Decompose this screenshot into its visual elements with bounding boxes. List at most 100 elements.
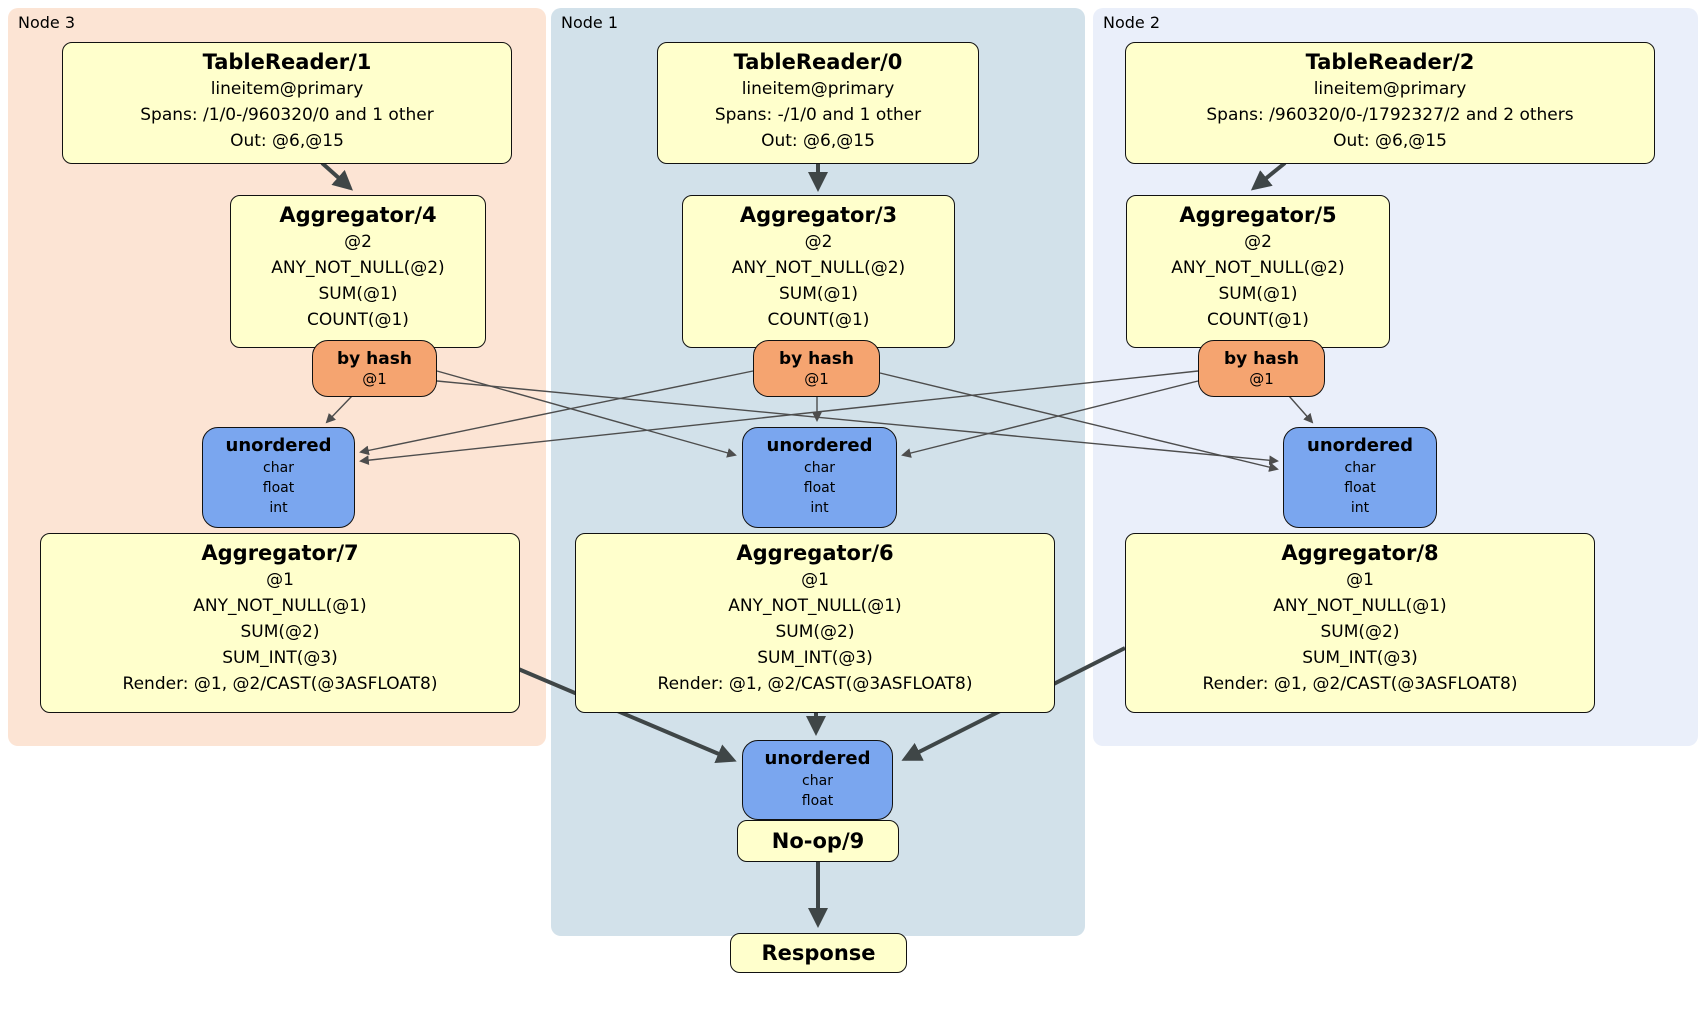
stream-lines [325, 370, 1314, 472]
processor-title: Aggregator/5 [1179, 203, 1337, 227]
processor-detail: lineitem@primary [210, 79, 364, 99]
processor-detail: Out: @6,@15 [230, 131, 344, 151]
router-detail: @1 [362, 370, 387, 388]
processor-detail: Spans: -/1/0 and 1 other [714, 105, 922, 125]
sync-title: unordered [1307, 435, 1413, 456]
router-by-hash-2: by hash @1 [1198, 340, 1325, 397]
processor-detail: SUM(@2) [1320, 622, 1400, 642]
processor-aggregator-3: Aggregator/3 @2 ANY_NOT_NULL(@2) SUM(@1)… [682, 195, 955, 348]
processor-detail: lineitem@primary [1313, 79, 1467, 99]
router-title: by hash [779, 349, 854, 369]
processor-aggregator-8: Aggregator/8 @1 ANY_NOT_NULL(@1) SUM(@2)… [1125, 533, 1595, 713]
processor-detail: ANY_NOT_NULL(@2) [271, 258, 445, 278]
sync-title: unordered [766, 435, 873, 456]
sync-type: int [810, 500, 829, 516]
processor-detail: SUM(@2) [775, 622, 855, 642]
processor-detail: SUM(@1) [318, 284, 398, 304]
processor-detail: SUM_INT(@3) [222, 648, 338, 668]
processor-title: No-op/9 [771, 829, 865, 853]
router-detail: @1 [804, 370, 829, 388]
edge-bh2-un1 [901, 380, 1199, 458]
processor-detail: @2 [804, 232, 833, 252]
edge-bh3-un3 [359, 370, 754, 456]
edge-bh2-un3 [359, 370, 1199, 466]
processor-tablereader-1: TableReader/1 lineitem@primary Spans: /1… [62, 42, 512, 164]
processor-title: Aggregator/3 [739, 203, 898, 227]
processor-detail: Spans: /1/0-/960320/0 and 1 other [140, 105, 434, 125]
processor-title: Aggregator/7 [201, 541, 359, 565]
sync-type: float [262, 480, 295, 496]
sync-type: char [804, 460, 835, 476]
processor-title: TableReader/0 [733, 50, 903, 74]
processor-aggregator-7: Aggregator/7 @1 ANY_NOT_NULL(@1) SUM(@2)… [40, 533, 520, 713]
sync-unordered-node3: unordered char float int [202, 427, 355, 528]
processor-detail: @1 [801, 570, 829, 590]
processor-title: Response [761, 941, 876, 965]
processor-detail: ANY_NOT_NULL(@1) [1273, 596, 1447, 616]
sync-title: unordered [225, 435, 332, 456]
processor-noop-9: No-op/9 [737, 820, 899, 862]
edge-tr1-agg4 [320, 161, 353, 191]
sync-unordered-final: unordered char float [742, 740, 893, 820]
processor-detail: @2 [1244, 232, 1272, 252]
router-title: by hash [337, 349, 412, 369]
processor-detail: SUM_INT(@3) [1302, 648, 1418, 668]
sync-unordered-node1: unordered char float int [742, 427, 897, 528]
processor-detail: Spans: /960320/0-/1792327/2 and 2 others [1206, 105, 1574, 125]
node1-label: Node 1 [561, 13, 619, 32]
processor-detail: @1 [1346, 570, 1374, 590]
edge-agg7-unf [515, 666, 737, 763]
processor-aggregator-6: Aggregator/6 @1 ANY_NOT_NULL(@1) SUM(@2)… [575, 533, 1055, 713]
processor-detail: Out: @6,@15 [1333, 131, 1447, 151]
processor-detail: Render: @1, @2/CAST(@3ASFLOAT8) [122, 674, 438, 694]
edge-bh4-un2 [436, 380, 1279, 466]
processor-detail: COUNT(@1) [307, 310, 409, 330]
processor-detail: ANY_NOT_NULL(@2) [1171, 258, 1345, 278]
sync-type: char [263, 460, 294, 476]
processor-detail: ANY_NOT_NULL(@1) [728, 596, 902, 616]
processor-response: Response [730, 933, 907, 973]
sync-type: int [269, 500, 288, 516]
processor-detail: ANY_NOT_NULL(@2) [731, 258, 906, 278]
sync-type: int [1350, 500, 1370, 516]
processor-detail: Render: @1, @2/CAST(@3ASFLOAT8) [657, 674, 973, 694]
router-title: by hash [1224, 349, 1299, 369]
processor-detail: @1 [266, 570, 294, 590]
edge-bh4-un3 [325, 395, 353, 424]
edge-bh4-un1 [436, 370, 737, 458]
edge-bh3-un2 [879, 372, 1279, 472]
processor-detail: SUM(@1) [779, 284, 858, 304]
sync-type: float [1344, 480, 1376, 496]
processor-title: TableReader/1 [202, 50, 372, 74]
node2-label: Node 2 [1103, 13, 1161, 32]
processor-title: Aggregator/4 [279, 203, 437, 227]
sync-type: char [802, 773, 833, 789]
processor-title: Aggregator/6 [736, 541, 894, 565]
processor-detail: SUM(@2) [240, 622, 320, 642]
processor-detail: Out: @6,@15 [761, 131, 875, 151]
router-by-hash-3: by hash @1 [753, 340, 880, 397]
processor-detail: lineitem@primary [741, 79, 895, 99]
processor-detail: ANY_NOT_NULL(@1) [193, 596, 367, 616]
sync-unordered-node2: unordered char float int [1283, 427, 1437, 528]
processor-detail: @2 [344, 232, 372, 252]
sync-type: char [1344, 460, 1376, 476]
edge-bh2-un2 [1288, 395, 1314, 424]
processor-title: Aggregator/8 [1281, 541, 1439, 565]
router-detail: @1 [1249, 370, 1274, 388]
sync-type: float [801, 793, 834, 809]
node3-label: Node 3 [18, 13, 76, 32]
router-by-hash-4: by hash @1 [312, 340, 437, 397]
processor-aggregator-4: Aggregator/4 @2 ANY_NOT_NULL(@2) SUM(@1)… [230, 195, 486, 348]
processor-tablereader-0: TableReader/0 lineitem@primary Spans: -/… [657, 42, 979, 164]
processor-detail: SUM_INT(@3) [757, 648, 873, 668]
processor-detail: COUNT(@1) [767, 310, 870, 330]
processor-detail: SUM(@1) [1218, 284, 1298, 304]
sync-title: unordered [764, 748, 871, 769]
processor-title: TableReader/2 [1305, 50, 1475, 74]
processor-detail: Render: @1, @2/CAST(@3ASFLOAT8) [1202, 674, 1518, 694]
processor-aggregator-5: Aggregator/5 @2 ANY_NOT_NULL(@2) SUM(@1)… [1126, 195, 1390, 348]
edge-tr2-agg5 [1250, 161, 1287, 191]
